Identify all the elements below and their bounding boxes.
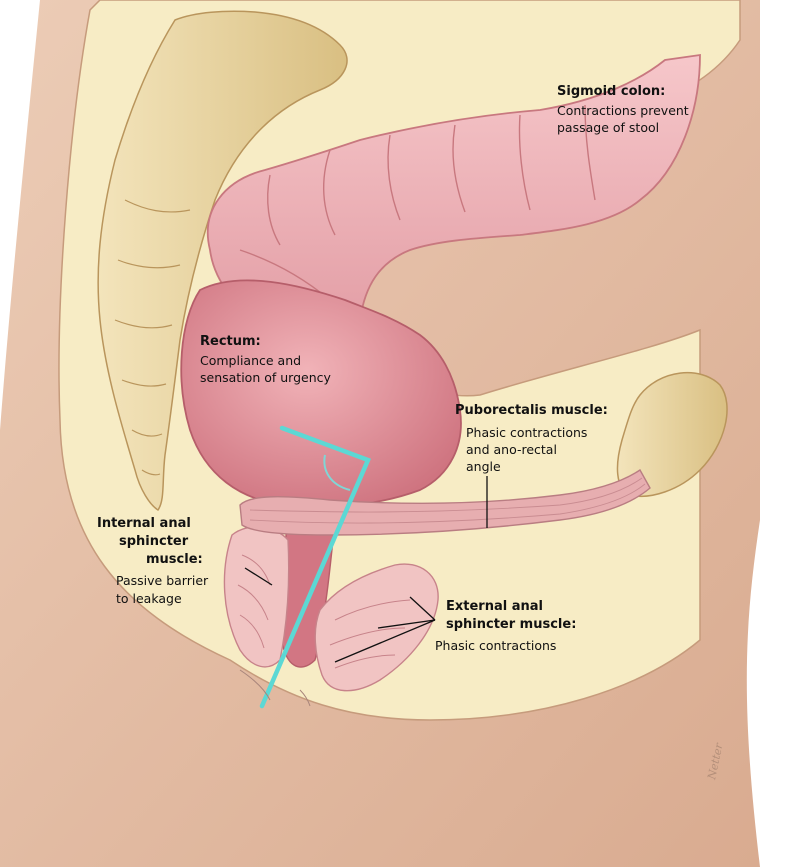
puborectalis-desc-2: and ano-rectal bbox=[466, 442, 557, 457]
internal-title-2: sphincter bbox=[119, 534, 189, 549]
sigmoid-desc-1: Contractions prevent bbox=[557, 103, 689, 118]
internal-title-3: muscle: bbox=[146, 552, 203, 567]
rectum-desc-1: Compliance and bbox=[200, 353, 301, 368]
puborectalis-desc-3: angle bbox=[466, 459, 501, 474]
internal-desc-2: to leakage bbox=[116, 591, 182, 606]
sigmoid-title: Sigmoid colon: bbox=[557, 84, 665, 99]
puborectalis-desc-1: Phasic contractions bbox=[466, 425, 587, 440]
rectum-desc-2: sensation of urgency bbox=[200, 370, 331, 385]
rectum-title: Rectum: bbox=[200, 334, 261, 349]
sigmoid-desc-2: passage of stool bbox=[557, 120, 659, 135]
internal-title-1: Internal anal bbox=[97, 516, 191, 531]
external-title-1: External anal bbox=[446, 599, 543, 614]
external-desc-1: Phasic contractions bbox=[435, 638, 556, 653]
puborectalis-title: Puborectalis muscle: bbox=[455, 403, 608, 418]
internal-desc-1: Passive barrier bbox=[116, 573, 209, 588]
external-title-2: sphincter muscle: bbox=[446, 617, 576, 632]
